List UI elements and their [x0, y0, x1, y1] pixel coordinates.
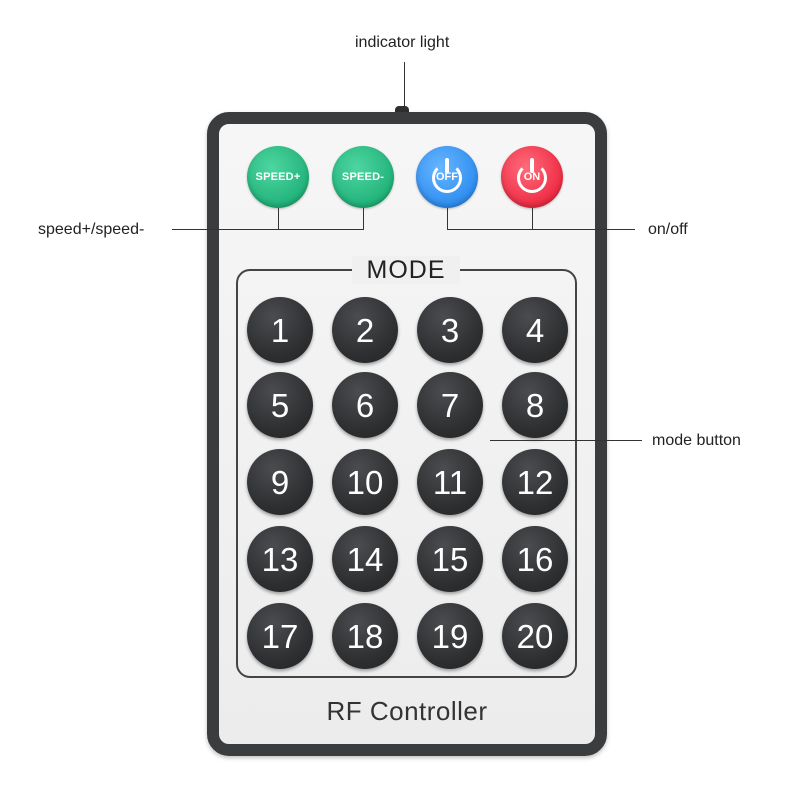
power-leader-line [447, 229, 635, 230]
mode-button-2[interactable]: 2 [332, 297, 398, 363]
mode-button-19[interactable]: 19 [417, 603, 483, 669]
mode-button-11[interactable]: 11 [417, 449, 483, 515]
speed-plus-button[interactable]: SPEED+ [247, 146, 309, 208]
speed-plus-label: SPEED+ [255, 171, 301, 183]
mode-button-4[interactable]: 4 [502, 297, 568, 363]
mode-button-1[interactable]: 1 [247, 297, 313, 363]
mode-callout: mode button [652, 432, 741, 449]
speed-leader-stem-right [363, 208, 364, 230]
mode-button-15[interactable]: 15 [417, 526, 483, 592]
indicator-light-callout: indicator light [355, 34, 450, 51]
power-on-icon: ON [512, 157, 552, 197]
mode-button-9[interactable]: 9 [247, 449, 313, 515]
off-button[interactable]: OFF [416, 146, 478, 208]
mode-button-8[interactable]: 8 [502, 372, 568, 438]
mode-button-12[interactable]: 12 [502, 449, 568, 515]
speed-leader-stem-left [278, 208, 279, 230]
mode-button-18[interactable]: 18 [332, 603, 398, 669]
speed-callout: speed+/speed- [38, 221, 145, 238]
mode-button-20[interactable]: 20 [502, 603, 568, 669]
rf-controller-label: RF Controller [326, 696, 488, 726]
mode-button-6[interactable]: 6 [332, 372, 398, 438]
power-leader-stem-right [532, 208, 533, 230]
mode-button-3[interactable]: 3 [417, 297, 483, 363]
speed-minus-button[interactable]: SPEED- [332, 146, 394, 208]
off-label: OFF [436, 171, 458, 183]
mode-leader-line [490, 440, 642, 441]
power-callout: on/off [648, 221, 688, 238]
mode-title: MODE [352, 256, 460, 284]
speed-leader-line [172, 229, 364, 230]
indicator-light-leader-line [404, 62, 405, 108]
mode-button-7[interactable]: 7 [417, 372, 483, 438]
power-off-icon: OFF [427, 157, 467, 197]
mode-button-10[interactable]: 10 [332, 449, 398, 515]
power-leader-stem-left [447, 208, 448, 230]
on-label: ON [523, 171, 541, 183]
indicator-light [395, 106, 409, 114]
mode-button-17[interactable]: 17 [247, 603, 313, 669]
mode-button-16[interactable]: 16 [502, 526, 568, 592]
mode-button-14[interactable]: 14 [332, 526, 398, 592]
on-button[interactable]: ON [501, 146, 563, 208]
mode-button-5[interactable]: 5 [247, 372, 313, 438]
mode-button-13[interactable]: 13 [247, 526, 313, 592]
speed-minus-label: SPEED- [341, 171, 385, 183]
